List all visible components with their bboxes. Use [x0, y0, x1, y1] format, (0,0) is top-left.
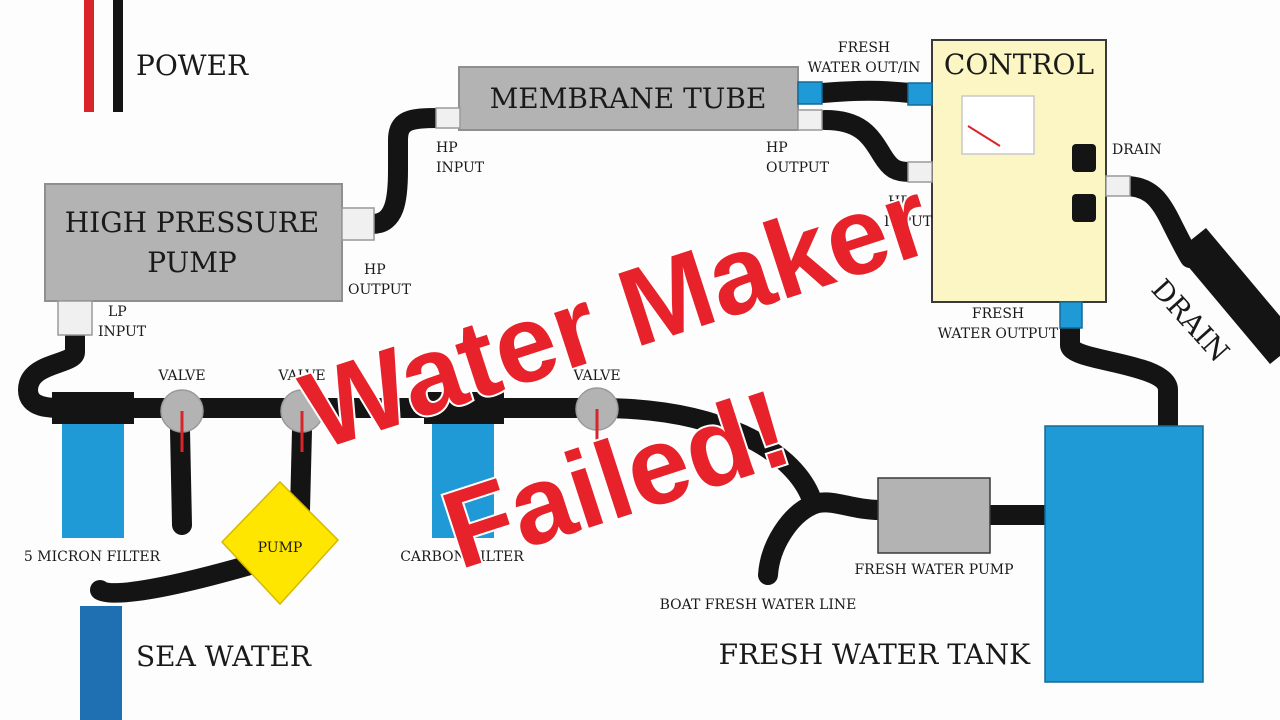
hoses [18, 80, 1200, 604]
membrane-tube-body [458, 66, 799, 131]
five-micron-filter-canister [62, 424, 124, 538]
membrane-hp-output-label-1: HP [766, 140, 788, 156]
control-switch-top [1072, 144, 1096, 172]
hose-pump-to-membrane [362, 108, 448, 234]
control-drain-label: DRAIN [1112, 142, 1162, 158]
raw-water-pump-label: PUMP [258, 540, 303, 556]
fresh-water-tank: FRESH WATER TANK [719, 425, 1204, 683]
high-pressure-pump-body [44, 183, 343, 302]
power-negative-line [113, 0, 123, 112]
fresh-water-tank-label: FRESH WATER TANK [719, 638, 1031, 671]
pump-lp-input-port [57, 300, 93, 336]
control-label: CONTROL [944, 48, 1094, 81]
gauge-needle [967, 125, 1001, 147]
boat-fresh-water-line-label: BOAT FRESH WATER LINE [660, 597, 857, 613]
valve-1-label: VALVE [157, 368, 205, 384]
carbon-filter-label: CARBON FILTER [400, 549, 524, 565]
carbon-filter-head [424, 392, 504, 424]
control-drain-port [1105, 175, 1131, 197]
hose-boat-fresh-line [758, 492, 890, 585]
high-pressure-pump: HIGH PRESSURE PUMP HP OUTPUT LP INPUT [44, 183, 412, 340]
control-hp-input-port [907, 161, 933, 183]
membrane-hp-input-port [435, 107, 461, 129]
control-hp-input-label-1: HP [888, 194, 910, 210]
control-box: CONTROL HP INPUT DRAIN FRESH WATER OUTPU… [884, 39, 1162, 342]
pump-hp-output-port [341, 207, 375, 241]
drain-hose-body [1176, 228, 1280, 364]
valve-3-label: VALVE [572, 368, 620, 384]
carbon-filter: CARBON FILTER [400, 392, 524, 565]
sea-water-intake: SEA WATER [80, 606, 312, 720]
control-switch-bottom [1072, 194, 1096, 222]
pump-hp-output-label-2: OUTPUT [348, 282, 412, 298]
five-micron-filter-head [52, 392, 134, 424]
hose-membrane-fresh-out [812, 80, 920, 103]
fresh-water-out-in-label-1: FRESH [838, 40, 890, 56]
membrane-tube-label: MEMBRANE TUBE [490, 82, 767, 115]
fresh-water-tank-body [1044, 425, 1204, 683]
hose-control-to-tank [1060, 315, 1178, 440]
fresh-water-pump: FRESH WATER PUMP BOAT FRESH WATER LINE [660, 477, 1014, 613]
control-fresh-output-label-1: FRESH [972, 306, 1024, 322]
membrane-hp-input-label-1: HP [436, 140, 458, 156]
sea-water-pipe [80, 606, 122, 720]
drain-hose: DRAIN [1145, 228, 1280, 368]
fresh-water-pump-body [877, 477, 991, 554]
valve-2-label: VALVE [277, 368, 325, 384]
fresh-water-out-in-label-2: WATER OUT/IN [808, 60, 921, 76]
high-pressure-pump-label-2: PUMP [147, 246, 236, 279]
hose-main-line [52, 398, 820, 505]
hose-drain-connector [1115, 176, 1200, 268]
membrane-tube: MEMBRANE TUBE HP INPUT HP OUTPUT FRESH W… [435, 40, 921, 176]
membrane-hp-output-label-2: OUTPUT [766, 160, 830, 176]
control-fresh-output-label-2: WATER OUTPUT [938, 326, 1059, 342]
valve-1: VALVE [157, 368, 206, 452]
carbon-filter-canister [432, 424, 494, 538]
pump-lp-input-label-2: INPUT [98, 324, 147, 340]
control-fresh-water-output-port [1059, 301, 1083, 329]
pump-hp-output-label-1: HP [364, 262, 386, 278]
five-micron-filter-label: 5 MICRON FILTER [24, 549, 161, 565]
fresh-water-pump-label: FRESH WATER PUMP [854, 562, 1013, 578]
raw-water-pump-body [220, 480, 340, 606]
hose-membrane-hp-output [815, 110, 920, 182]
hose-seawater-intake [90, 555, 260, 604]
valve-3: VALVE [572, 368, 621, 446]
membrane-hp-input-label-2: INPUT [436, 160, 485, 176]
valve-2: VALVE [277, 368, 326, 452]
five-micron-filter: 5 MICRON FILTER [24, 392, 161, 565]
high-pressure-pump-label-1: HIGH PRESSURE [65, 206, 320, 239]
hose-lp-input-loop [18, 325, 85, 418]
power-label: POWER [136, 49, 249, 82]
power-legend: POWER [84, 0, 249, 112]
raw-water-pump: PUMP [220, 480, 340, 606]
pump-lp-input-label-1: LP [108, 304, 127, 320]
control-hp-input-label-2: INPUT [884, 214, 933, 230]
power-positive-line [84, 0, 94, 112]
sea-water-label: SEA WATER [136, 640, 312, 673]
pressure-gauge [961, 95, 1035, 155]
membrane-hp-output-port [797, 109, 823, 131]
hose-valve1-drop [170, 420, 192, 535]
control-fresh-in-port [907, 82, 933, 106]
membrane-fresh-out-port [797, 81, 823, 105]
